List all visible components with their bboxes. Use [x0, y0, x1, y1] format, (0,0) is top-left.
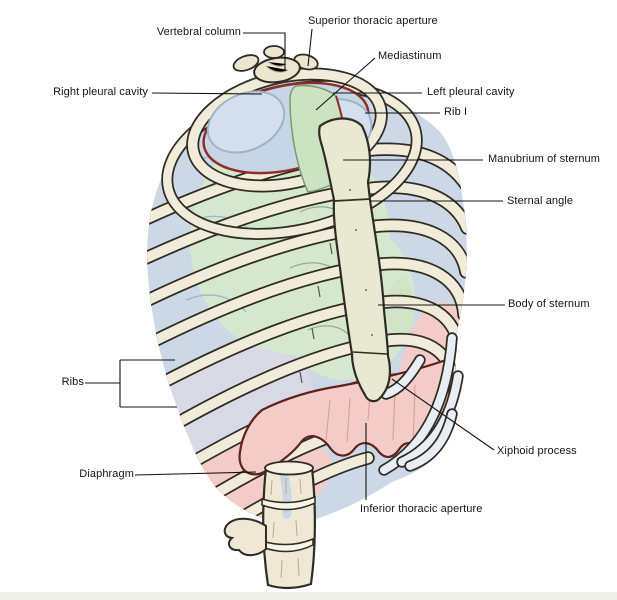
leader-superior-thoracic-aperture [307, 28, 313, 67]
label-right-pleural-cavity: Right pleural cavity [53, 86, 148, 98]
leader-vertebral-column [243, 32, 286, 71]
label-xiphoid-process: Xiphoid process [497, 445, 577, 457]
leader-diaphragm [134, 471, 257, 476]
disc-band [261, 537, 314, 553]
label-superior-thoracic-aperture: Superior thoracic aperture [308, 15, 438, 27]
right-lung-apex [206, 90, 286, 154]
label-left-pleural-cavity: Left pleural cavity [427, 86, 515, 98]
leader-lines [85, 28, 505, 500]
sternal-angle-joint-line [333, 198, 371, 202]
label-sternal-angle: Sternal angle [507, 195, 574, 207]
label-diaphragm: Diaphragm [79, 468, 134, 480]
leader-ribs-bracket [85, 359, 177, 408]
label-inferior-thoracic-aperture: Inferior thoracic aperture [360, 503, 483, 515]
lumbar-vertebral-column [223, 460, 316, 589]
label-rib-i: Rib I [444, 106, 468, 118]
leader-right-pleural-cavity [151, 92, 263, 95]
bottom-edge-strip [0, 592, 617, 600]
label-vertebral-column: Vertebral column [156, 26, 241, 38]
leader-mediastinum [315, 57, 376, 111]
disc-band [261, 495, 316, 511]
top-vertebra [232, 45, 319, 84]
vertebra-body-hatching [270, 478, 302, 579]
label-manubrium-of-sternum: Manubrium of sternum [488, 153, 601, 165]
label-mediastinum: Mediastinum [378, 50, 442, 62]
leader-xiphoid-process [391, 378, 495, 451]
transverse-process [223, 517, 267, 557]
sternum-shape [318, 117, 391, 403]
sternum-speckles [343, 159, 373, 336]
xiphisternal-joint-line [352, 351, 388, 355]
label-ribs: Ribs [61, 376, 84, 388]
label-body-of-sternum: Body of sternum [508, 298, 590, 310]
